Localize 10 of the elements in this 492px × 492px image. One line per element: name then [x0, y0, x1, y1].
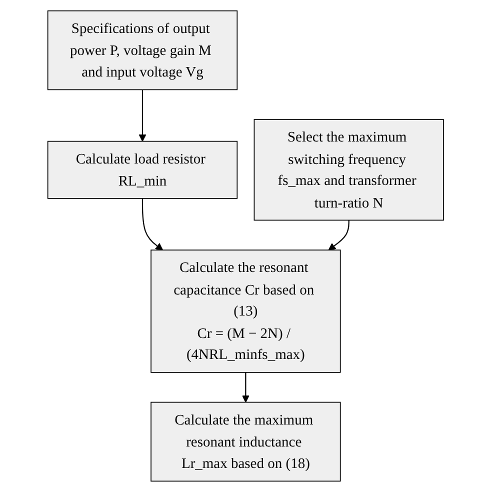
arrow: [142, 198, 164, 250]
arrow: [242, 372, 250, 403]
arrow: [139, 90, 147, 142]
node-box: [150, 250, 342, 373]
node-box: [48, 140, 238, 199]
node-box: [254, 119, 444, 221]
flowchart: Specifications of output power P, voltage gain M and input voltage Vg Calculate load resistor RL_min Select the maximum switching frequency fs_max and transformer turn-ratio N Calculate the resonant capacitance Cr based on (13) Cr = (M − 2N) / (4NRL_minfs_max) Calculate the maximum resonant inductance Lr_max based on (18): [41, 4, 451, 488]
node-box: [48, 10, 238, 90]
node-box: [150, 402, 342, 482]
arrow: [328, 220, 350, 250]
